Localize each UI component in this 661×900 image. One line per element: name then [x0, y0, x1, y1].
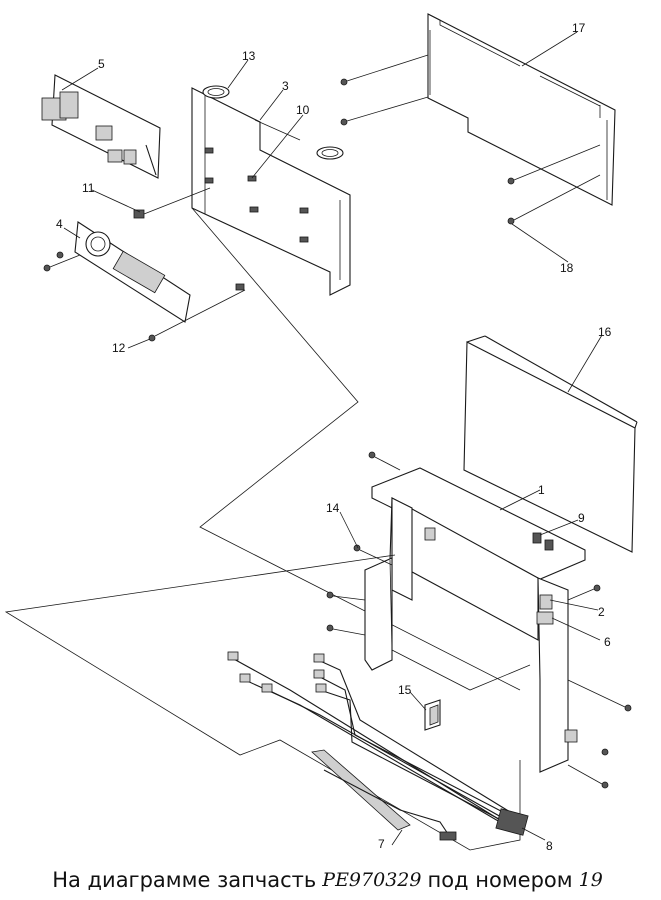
screws-lower	[326, 451, 632, 789]
part-labels: 17 18 5 13 3 10 11 4 12 16 1 9 14 2 6 15…	[56, 21, 612, 853]
label-8: 8	[546, 839, 553, 853]
part-17-back-panel	[427, 13, 616, 206]
label-16: 16	[598, 325, 612, 339]
screw	[567, 584, 601, 601]
assembly-outline-upper	[191, 207, 521, 691]
screw	[326, 591, 366, 601]
label-11: 11	[82, 181, 95, 195]
part-10-clips	[204, 147, 309, 243]
screw	[340, 54, 429, 86]
assembly-outline-lower	[4, 554, 521, 851]
exploded-parts-diagram: 17 18 5 13 3 10 11 4 12 16 1 9 14 2 6 15…	[4, 13, 638, 853]
part-7-ribbon-cable	[311, 749, 457, 841]
screw	[567, 764, 609, 789]
label-10: 10	[296, 103, 310, 117]
part-3-mounting-plate	[191, 87, 351, 296]
screw	[601, 748, 609, 756]
part-9-switch	[532, 532, 554, 551]
part-16-side-panel	[463, 335, 638, 553]
screw	[43, 254, 81, 272]
part-15-bracket	[424, 699, 441, 731]
label-3: 3	[282, 79, 289, 93]
lower-housing	[364, 497, 578, 773]
screw	[507, 144, 601, 185]
label-4: 4	[56, 217, 63, 231]
part-5-circuit-board	[41, 74, 161, 179]
label-18: 18	[560, 261, 574, 275]
label-12: 12	[112, 341, 126, 355]
part-1-top-cover	[371, 467, 586, 581]
screw	[326, 624, 366, 636]
caption: На диаграмме запчасть PE970329 под номер…	[0, 860, 661, 900]
caption-part-number: 19	[578, 869, 603, 891]
caption-middle: под номером	[427, 868, 573, 892]
screw	[353, 544, 393, 566]
leader-lines	[61, 31, 603, 846]
screw	[340, 96, 429, 126]
screw	[56, 251, 64, 259]
label-14: 14	[326, 501, 340, 515]
label-17: 17	[572, 21, 586, 35]
label-7: 7	[378, 837, 385, 851]
screw	[567, 679, 632, 712]
screw	[507, 174, 601, 225]
part-13-grommets	[202, 85, 344, 160]
part-11-fastener	[133, 187, 211, 219]
caption-prefix: На диаграмме запчасть	[52, 868, 317, 892]
caption-part-code: PE970329	[322, 869, 422, 891]
label-13: 13	[242, 49, 256, 63]
label-5: 5	[98, 57, 105, 71]
part-12-fastener	[148, 283, 246, 342]
label-1: 1	[538, 483, 545, 497]
screws-18	[340, 54, 601, 225]
part-8-wire-harness	[227, 651, 529, 836]
label-9: 9	[578, 511, 585, 525]
label-6: 6	[604, 635, 611, 649]
part-4-fan-unit	[43, 221, 191, 323]
label-15: 15	[398, 683, 412, 697]
label-2: 2	[598, 605, 605, 619]
part-6-connector	[536, 611, 554, 625]
screw	[368, 451, 401, 471]
